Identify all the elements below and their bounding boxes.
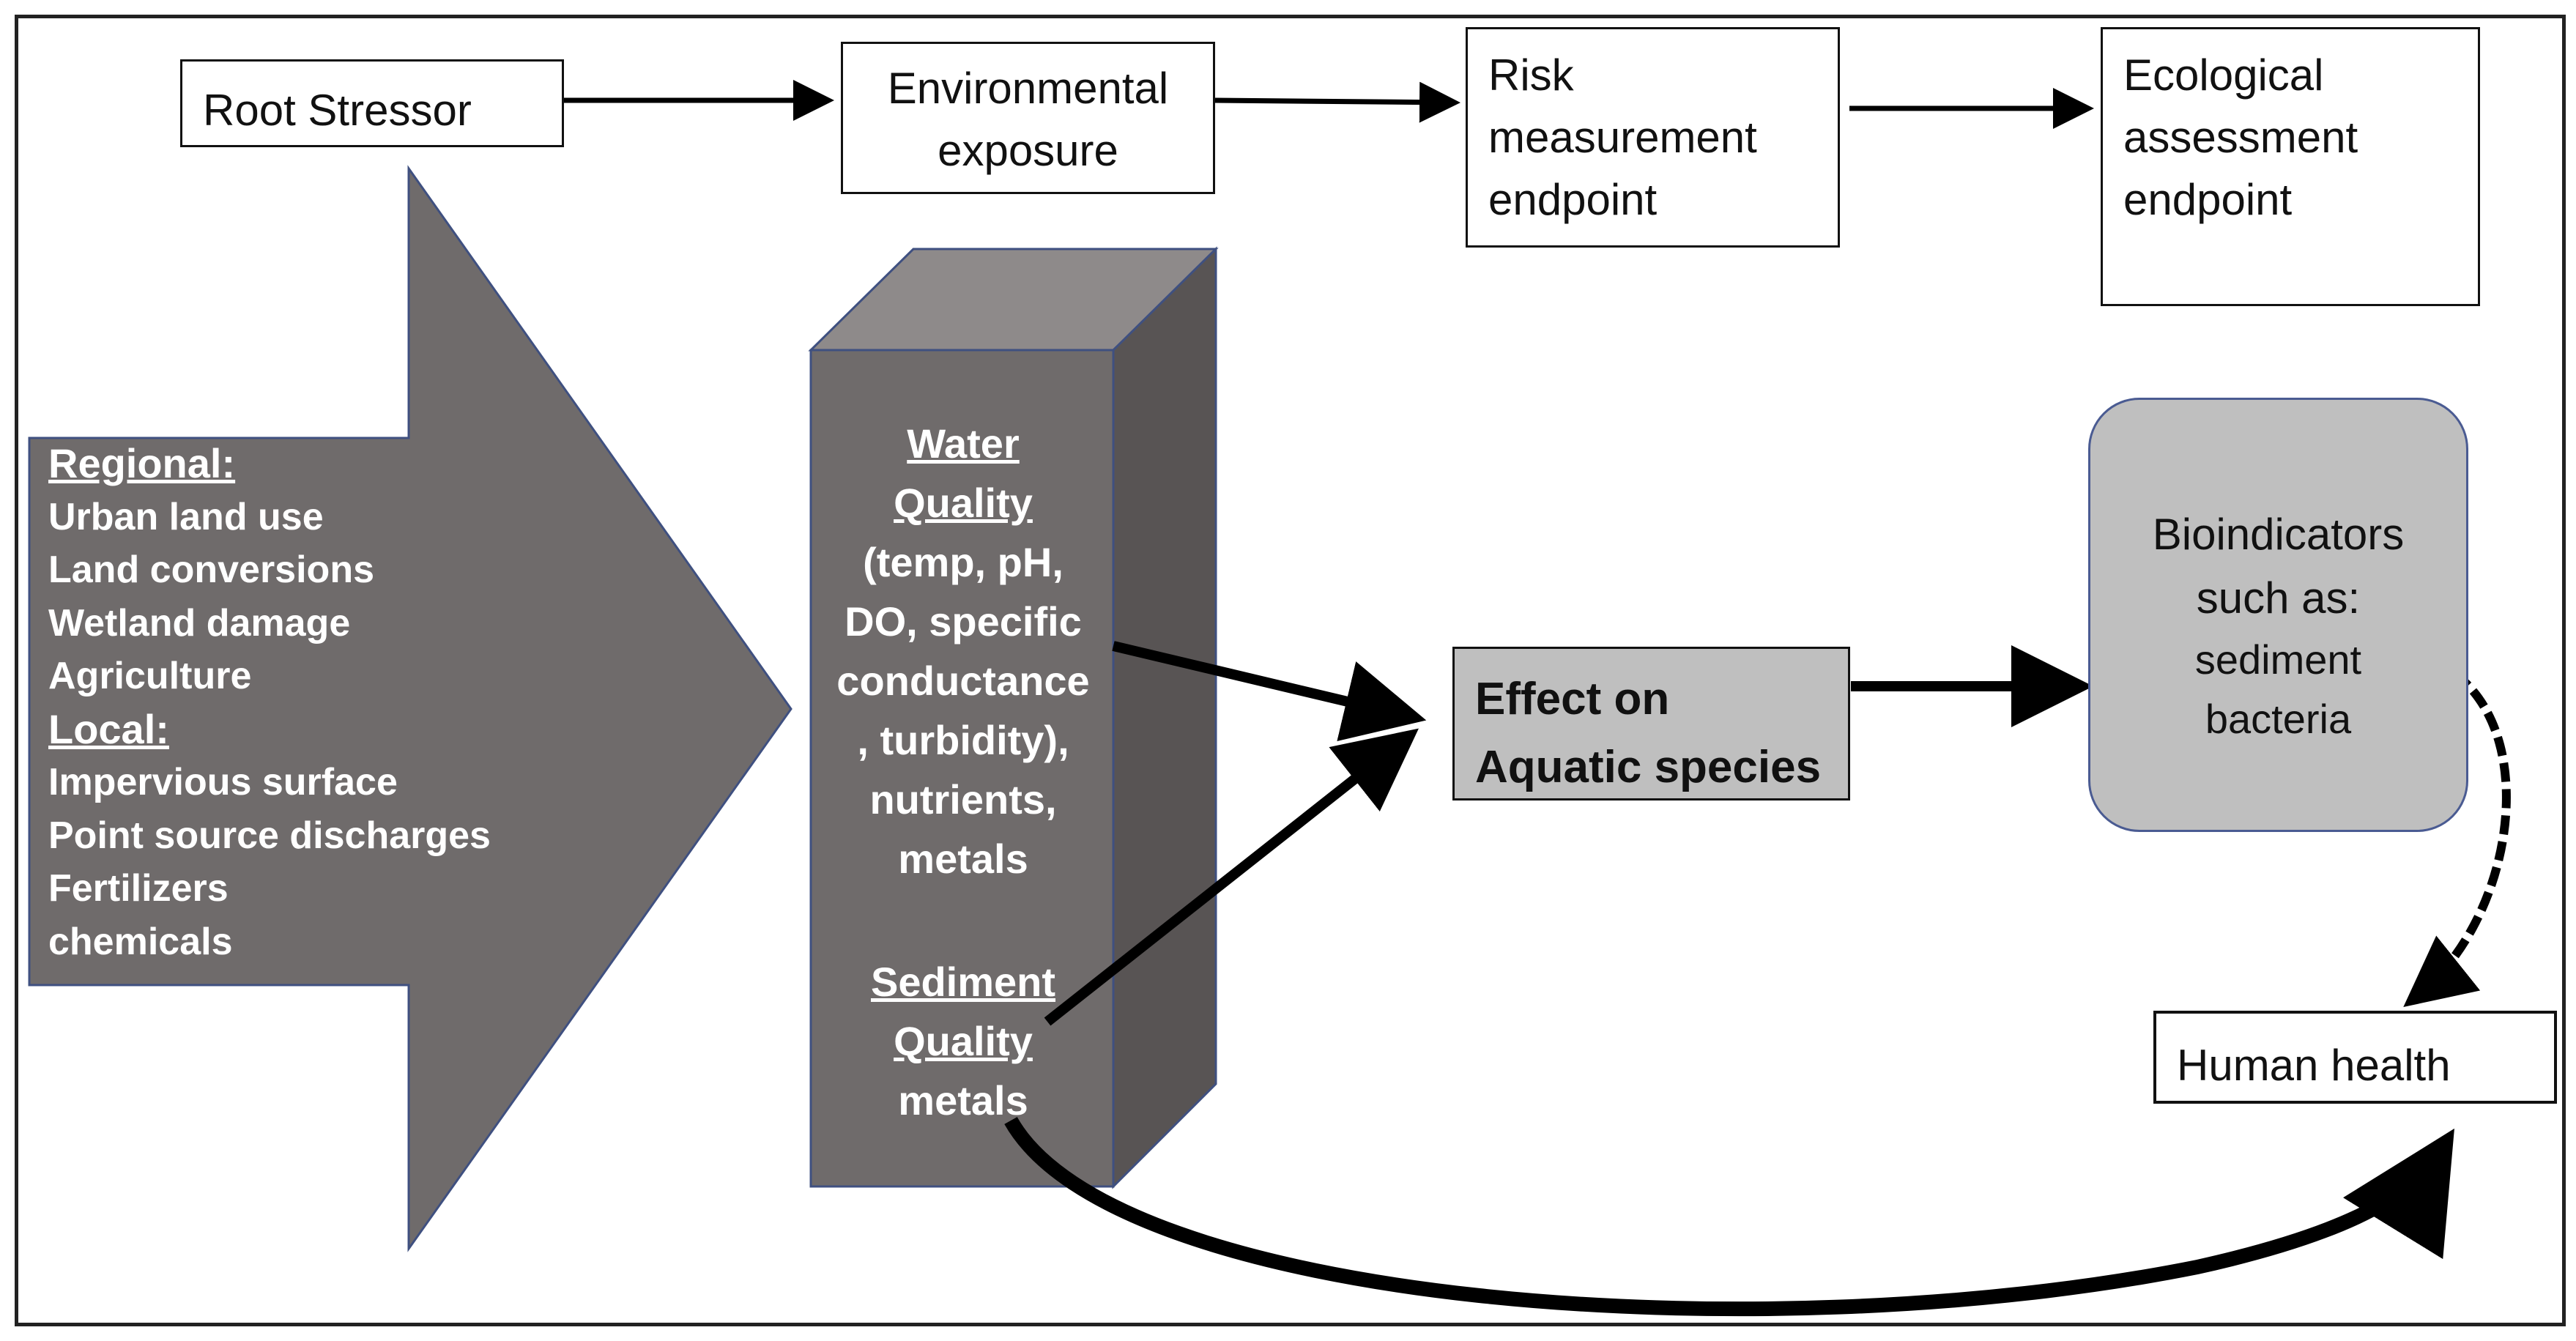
sediment-quality-detail: metals bbox=[898, 1077, 1028, 1123]
risk-measurement-endpoint-box: Risk measurement endpoint bbox=[1466, 27, 1840, 248]
root-stressor-label: Root Stressor bbox=[203, 86, 472, 135]
local-item: Point source discharges bbox=[48, 814, 491, 857]
bioindicators-title-line: Bioindicators bbox=[2152, 510, 2405, 559]
water-quality-detail: (temp, pH, bbox=[863, 539, 1064, 585]
regional-item: Land conversions bbox=[48, 549, 374, 591]
water-quality-heading: Water bbox=[907, 420, 1020, 467]
water-quality-detail: DO, specific bbox=[845, 598, 1082, 645]
local-item: Impervious surface bbox=[48, 761, 398, 803]
effect-line: Effect on bbox=[1475, 674, 1670, 724]
environmental-exposure-line: exposure bbox=[938, 126, 1118, 176]
water-quality-heading: Quality bbox=[894, 480, 1033, 526]
stressor-arrow-shape bbox=[28, 165, 793, 1252]
environmental-exposure-line: Environmental bbox=[887, 64, 1169, 113]
sediment-quality-block: Sediment Quality metals bbox=[820, 952, 1106, 1130]
arrow-sediment-to-human-health bbox=[1004, 1117, 2454, 1317]
arrow-exposure-to-risk bbox=[1214, 81, 1460, 123]
effect-on-aquatic-species-box: Effect on Aquatic species bbox=[1452, 647, 1850, 800]
regional-item: Urban land use bbox=[48, 495, 324, 538]
water-quality-detail: , turbidity), bbox=[857, 717, 1069, 763]
ecological-endpoint-line: endpoint bbox=[2123, 175, 2293, 225]
ecological-assessment-endpoint-box: Ecological assessment endpoint bbox=[2101, 27, 2480, 306]
local-item: Fertilizers bbox=[48, 867, 229, 910]
regional-heading: Regional: bbox=[48, 440, 236, 486]
ecological-endpoint-line: Ecological bbox=[2123, 51, 2324, 100]
water-quality-block: Water Quality (temp, pH, DO, specific co… bbox=[820, 414, 1106, 888]
sediment-quality-heading: Quality bbox=[894, 1018, 1033, 1064]
root-stressor-box: Root Stressor bbox=[180, 59, 564, 147]
regional-item: Wetland damage bbox=[48, 601, 351, 645]
environmental-exposure-box: Environmental exposure bbox=[841, 42, 1215, 194]
ecological-endpoint-line: assessment bbox=[2123, 113, 2358, 163]
risk-endpoint-line: endpoint bbox=[1488, 175, 1658, 225]
human-health-label: Human health bbox=[2177, 1041, 2451, 1090]
bioindicators-box: Bioindicators such as: sediment bacteria bbox=[2088, 398, 2468, 832]
risk-endpoint-line: measurement bbox=[1488, 113, 1757, 163]
bioindicators-title-line: such as: bbox=[2196, 573, 2361, 623]
human-health-box: Human health bbox=[2153, 1011, 2557, 1104]
bioindicator-item: bacteria bbox=[2205, 696, 2352, 743]
sediment-quality-heading: Sediment bbox=[870, 959, 1056, 1005]
pillar-side-face bbox=[1112, 246, 1217, 1189]
bioindicator-item: sediment bbox=[2194, 636, 2362, 683]
water-quality-detail: nutrients, bbox=[869, 776, 1057, 822]
water-quality-detail: conductance bbox=[836, 658, 1090, 704]
arrow-water-to-effect bbox=[1112, 641, 1427, 742]
figure-frame bbox=[15, 15, 2566, 1326]
local-item: chemicals bbox=[48, 920, 233, 963]
arrow-sediment-to-effect bbox=[1044, 728, 1419, 1026]
water-quality-detail: metals bbox=[898, 836, 1028, 882]
stressor-list: Regional: Urban land use Land conversion… bbox=[48, 437, 491, 968]
effect-line: Aquatic species bbox=[1475, 742, 1822, 792]
local-heading: Local: bbox=[48, 705, 169, 752]
regional-item: Agriculture bbox=[48, 655, 252, 697]
risk-endpoint-line: Risk bbox=[1488, 51, 1574, 100]
pillar-front-face bbox=[809, 349, 1115, 1188]
